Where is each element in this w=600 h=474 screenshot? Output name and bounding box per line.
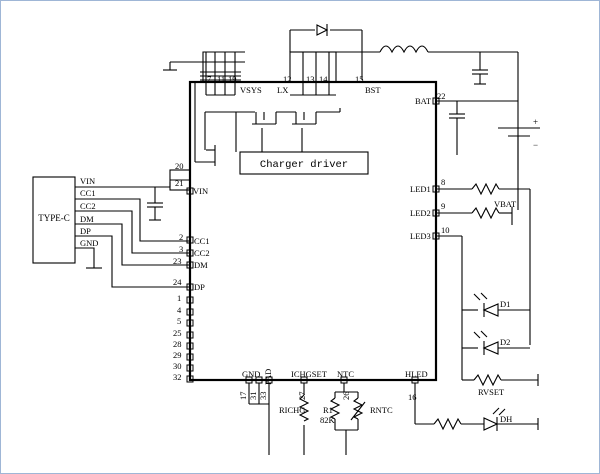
top-pin-11: 11 <box>217 74 225 84</box>
gnd-pin-31: 31 <box>248 392 258 401</box>
vbat-label: VBAT <box>494 199 517 209</box>
pin-21: 21 <box>175 178 184 188</box>
typec-wires <box>75 182 190 288</box>
gnd-pin-17: 17 <box>238 392 248 401</box>
left-pin-markers <box>186 187 194 383</box>
hled-label: HLED <box>405 369 428 379</box>
typec-pin-vin: VIN <box>80 176 95 186</box>
pad-pin-33: 33 <box>258 392 268 401</box>
dm-label: DM <box>194 260 208 270</box>
svg-text:1: 1 <box>177 293 181 303</box>
bat-label: BAT <box>415 96 432 106</box>
lx-pin-13: 13 <box>306 74 315 84</box>
gnd-label: GND <box>242 369 260 379</box>
battery-minus: − <box>533 140 538 150</box>
ic-body <box>188 80 438 382</box>
r1-label: R1 <box>323 405 333 415</box>
led2-pin: 9 <box>441 201 445 211</box>
lx-label: LX <box>277 85 288 95</box>
typec-pin-dm: DM <box>80 214 94 224</box>
inductor <box>379 45 429 54</box>
dp-label: DP <box>194 282 205 292</box>
dh-label: DH <box>500 414 512 424</box>
pin-3: 3 <box>179 244 183 254</box>
typec-pin-gnd: GND <box>80 238 98 248</box>
ichgset-pin: 27 <box>297 392 307 401</box>
pin-2: 2 <box>179 232 183 242</box>
bat-pin-22: 22 <box>437 91 446 101</box>
pin-24: 24 <box>173 277 182 287</box>
led1-pin: 8 <box>441 177 445 187</box>
vin-label: VIN <box>193 186 208 196</box>
ichgset-label: ICHGSET <box>291 369 328 379</box>
power-mosfets <box>206 108 341 166</box>
battery-plus: + <box>533 117 538 127</box>
typec-label: TYPE-C <box>38 213 70 223</box>
svg-text:30: 30 <box>173 361 182 371</box>
left-nc-pins: 1 4 5 25 28 29 30 32 <box>173 293 182 382</box>
top-fet-caps <box>200 71 241 81</box>
led3-label: LED3 <box>410 231 431 241</box>
led-d2 <box>473 330 499 355</box>
bootstrap-diode <box>316 24 329 36</box>
rvset-label: RVSET <box>478 387 505 397</box>
lx-pin-14: 14 <box>319 74 328 84</box>
pad-label: PAD <box>263 369 273 385</box>
led1-label: LED1 <box>410 184 431 194</box>
typec-connector <box>32 176 76 264</box>
d2-label: D2 <box>500 337 510 347</box>
led-wiring <box>436 182 539 387</box>
svg-text:28: 28 <box>173 339 182 349</box>
cc1-label: CC1 <box>194 236 210 246</box>
lx-wiring <box>289 29 380 96</box>
top-pin-7: 7 <box>207 74 211 84</box>
svg-text:5: 5 <box>177 316 181 326</box>
bat-capacitor <box>449 101 465 155</box>
cc2-label: CC2 <box>194 248 210 258</box>
d1-label: D1 <box>500 299 510 309</box>
top-pin-19: 19 <box>228 74 237 84</box>
richg-label: RICHG <box>279 405 305 415</box>
svg-text:25: 25 <box>173 328 182 338</box>
svg-text:32: 32 <box>173 372 182 382</box>
internal-wiring <box>163 51 255 163</box>
vsys-label: VSYS <box>240 85 262 95</box>
led-d1 <box>473 292 499 317</box>
rntc-label: RNTC <box>370 405 393 415</box>
bottom-wiring <box>248 383 539 455</box>
typec-pin-cc2: CC2 <box>80 201 96 211</box>
charger-driver-label: Charger driver <box>260 159 348 171</box>
vin-capacitor <box>147 187 163 221</box>
pin-23: 23 <box>173 256 182 266</box>
led3-pin: 10 <box>441 225 450 235</box>
lx-pin-12: 12 <box>283 74 292 84</box>
ntc-label: NTC <box>337 369 354 379</box>
led2-label: LED2 <box>410 208 431 218</box>
r1-value: 82K <box>320 415 336 425</box>
output-rail <box>428 51 519 210</box>
hled-pin: 16 <box>408 392 417 402</box>
led-dh <box>483 407 506 431</box>
typec-pin-dp: DP <box>80 226 91 236</box>
battery <box>498 127 540 170</box>
typec-pin-labels: VIN CC1 CC2 DM DP GND <box>80 176 98 248</box>
svg-text:4: 4 <box>177 305 182 315</box>
charger-driver-box <box>239 151 369 175</box>
ntc-pin: 26 <box>341 392 351 401</box>
bst-label: BST <box>365 85 381 95</box>
pin-20: 20 <box>175 161 184 171</box>
bst-pin-15: 15 <box>355 74 364 84</box>
typec-pin-cc1: CC1 <box>80 188 96 198</box>
svg-text:29: 29 <box>173 350 182 360</box>
